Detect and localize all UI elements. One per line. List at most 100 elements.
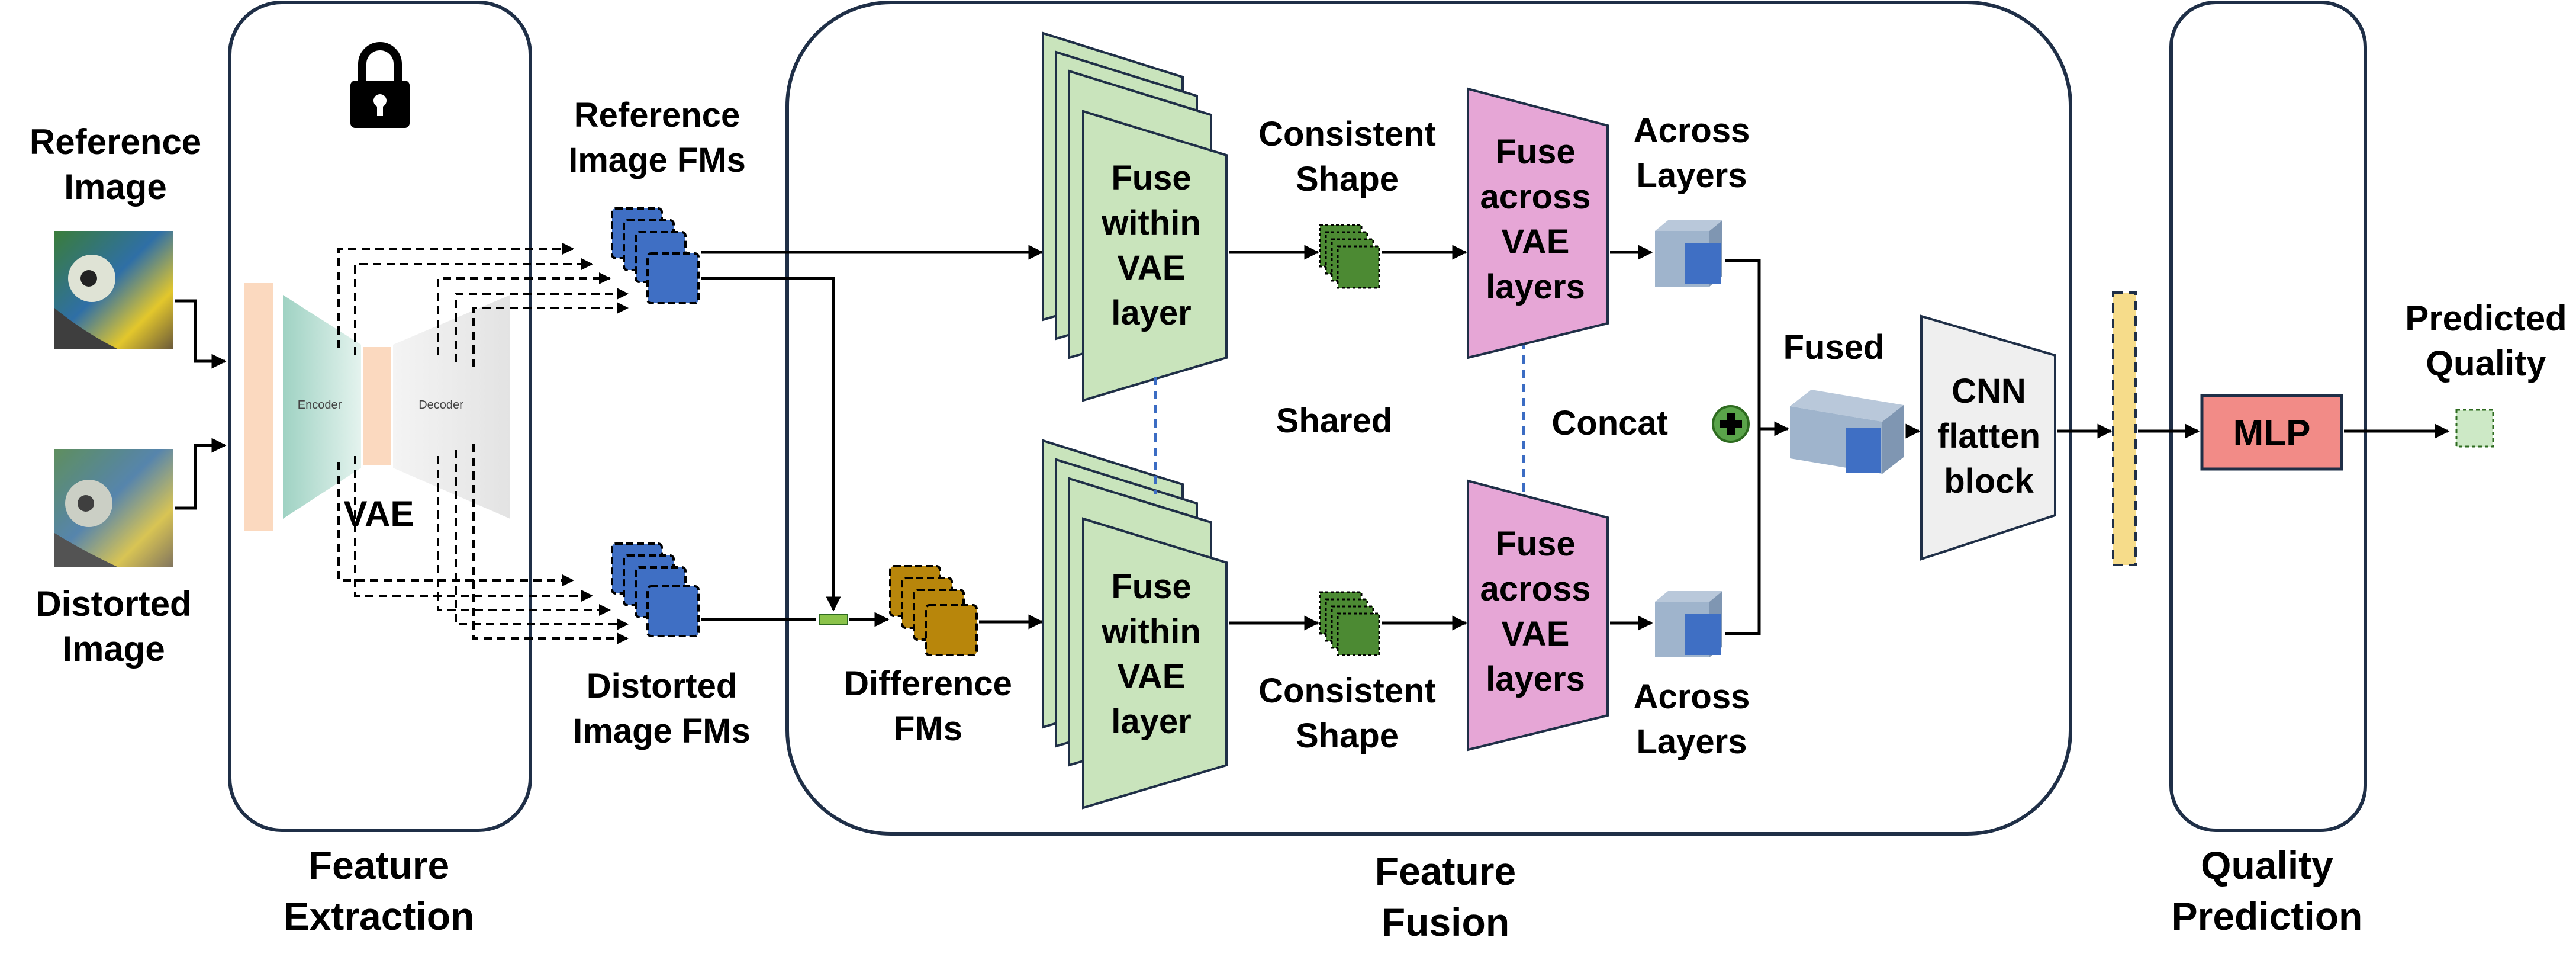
svg-text:layer: layer: [1111, 702, 1191, 741]
predicted-quality-label: Predicted Quality: [2405, 298, 2567, 383]
reference-fms-label: Reference Image FMs: [568, 96, 746, 179]
consistent-shape-top-label: Consistent Shape: [1258, 115, 1436, 198]
svg-text:Feature: Feature: [1375, 849, 1516, 893]
fuse-within-layer-top: [1042, 31, 1228, 402]
svg-text:Prediction: Prediction: [2172, 894, 2363, 938]
svg-text:Layers: Layers: [1636, 722, 1747, 761]
line-top-cube-to-concat: [1725, 259, 1761, 429]
svg-text:within: within: [1101, 612, 1201, 651]
cnn-flatten-block: [1920, 314, 2056, 561]
svg-text:Quality: Quality: [2426, 343, 2546, 383]
feature-vector: [2112, 291, 2137, 566]
fuse-within-bottom-text: Fuse within VAE layer: [1101, 567, 1201, 741]
svg-text:Feature: Feature: [308, 843, 449, 887]
encoder-label: Encoder: [298, 399, 342, 412]
svg-text:Fuse: Fuse: [1111, 159, 1191, 197]
line-bottom-cube-to-concat: [1725, 429, 1761, 635]
across-layers-top-label: Across Layers: [1634, 111, 1750, 195]
svg-text:Layers: Layers: [1636, 156, 1747, 195]
consistent-shape-bottom-label: Consistent Shape: [1258, 672, 1436, 755]
svg-text:VAE: VAE: [1502, 223, 1570, 261]
arrow-reference-to-vae: [175, 299, 227, 369]
svg-text:layer: layer: [1111, 294, 1191, 332]
feature-fusion-panel: [785, 1, 2072, 836]
cnn-block-text: CNN flatten block: [1937, 372, 2040, 500]
svg-text:Distorted: Distorted: [587, 667, 738, 705]
svg-text:Image FMs: Image FMs: [573, 712, 751, 750]
predicted-quality-output: [2455, 409, 2494, 448]
consistent-shape-top-block: [1319, 224, 1380, 289]
svg-text:Across: Across: [1634, 111, 1750, 150]
svg-text:Extraction: Extraction: [284, 894, 475, 938]
svg-text:Across: Across: [1634, 677, 1750, 716]
fuse-across-layers-top: [1467, 87, 1609, 359]
svg-text:Fuse: Fuse: [1495, 133, 1575, 171]
svg-text:layers: layers: [1486, 268, 1585, 306]
svg-text:across: across: [1480, 178, 1590, 216]
svg-text:Shape: Shape: [1296, 160, 1399, 198]
lock-icon: [350, 42, 410, 128]
svg-text:Consistent: Consistent: [1258, 672, 1436, 710]
fused-cube: [1790, 390, 1904, 474]
svg-text:Reference: Reference: [30, 122, 201, 162]
reference-image-thumbnail: [54, 231, 173, 349]
difference-fms-label: Difference FMs: [844, 664, 1012, 748]
across-layers-bottom-cube: [1655, 591, 1722, 657]
svg-text:FMs: FMs: [894, 709, 962, 748]
distorted-fms-stack: [611, 542, 700, 637]
svg-text:Difference: Difference: [844, 664, 1012, 703]
svg-text:Image FMs: Image FMs: [568, 141, 746, 179]
quality-prediction-panel: [2169, 1, 2367, 832]
vae-reference-taps: [337, 243, 629, 367]
consistent-shape-bottom-block: [1319, 591, 1380, 656]
difference-fms-stack: [889, 565, 978, 656]
fuse-within-top-text: Fuse within VAE layer: [1101, 159, 1201, 332]
shared-label: Shared: [1276, 402, 1393, 440]
distorted-image-label: Distorted Image: [36, 584, 191, 669]
reference-fms-stack: [611, 207, 700, 304]
svg-text:Shape: Shape: [1296, 717, 1399, 755]
svg-text:Image: Image: [62, 629, 165, 669]
svg-text:VAE: VAE: [1118, 249, 1186, 287]
mlp-label: MLP: [2233, 413, 2311, 454]
arrow-reference-fms-to-difference: [701, 277, 841, 612]
svg-text:Fuse: Fuse: [1111, 567, 1191, 606]
fused-label: Fused: [1783, 328, 1885, 367]
vae-latent: [363, 347, 391, 465]
svg-text:layers: layers: [1486, 660, 1585, 698]
svg-text:block: block: [1944, 462, 2034, 500]
concat-label: Concat: [1551, 404, 1668, 442]
svg-text:Consistent: Consistent: [1258, 115, 1436, 153]
fuse-across-bottom-text: Fuse across VAE layers: [1480, 525, 1590, 698]
svg-text:VAE: VAE: [1118, 657, 1186, 696]
section-title-quality-prediction: Quality Prediction: [2172, 843, 2363, 938]
fuse-across-top-text: Fuse across VAE layers: [1480, 133, 1590, 306]
svg-text:across: across: [1480, 570, 1590, 608]
across-layers-bottom-label: Across Layers: [1634, 677, 1750, 761]
svg-text:CNN: CNN: [1952, 372, 2026, 410]
svg-text:within: within: [1101, 204, 1201, 242]
distorted-image-thumbnail: [54, 449, 173, 567]
svg-text:Distorted: Distorted: [36, 584, 191, 624]
svg-text:Image: Image: [64, 167, 166, 207]
section-title-feature-extraction: Feature Extraction: [284, 843, 475, 938]
decoder-label: Decoder: [418, 399, 463, 412]
svg-text:Fusion: Fusion: [1382, 900, 1509, 944]
vae-decoder: [393, 295, 510, 519]
svg-text:flatten: flatten: [1937, 417, 2040, 455]
distorted-fms-label: Distorted Image FMs: [573, 667, 751, 750]
svg-text:Predicted: Predicted: [2405, 298, 2567, 338]
reference-image-label: Reference Image: [30, 122, 201, 207]
arrow-distorted-to-vae: [175, 438, 227, 510]
vae-input-bar: [244, 283, 273, 531]
feature-extraction-panel: [228, 1, 532, 832]
mlp-block: [2200, 394, 2343, 471]
fuse-within-layer-bottom: [1042, 439, 1228, 810]
svg-text:Fuse: Fuse: [1495, 525, 1575, 563]
vae-encoder: [283, 295, 361, 519]
svg-text:Quality: Quality: [2201, 843, 2333, 887]
svg-text:VAE: VAE: [1502, 615, 1570, 653]
section-title-feature-fusion: Feature Fusion: [1375, 849, 1516, 944]
plus-circle-icon: [1712, 405, 1750, 443]
